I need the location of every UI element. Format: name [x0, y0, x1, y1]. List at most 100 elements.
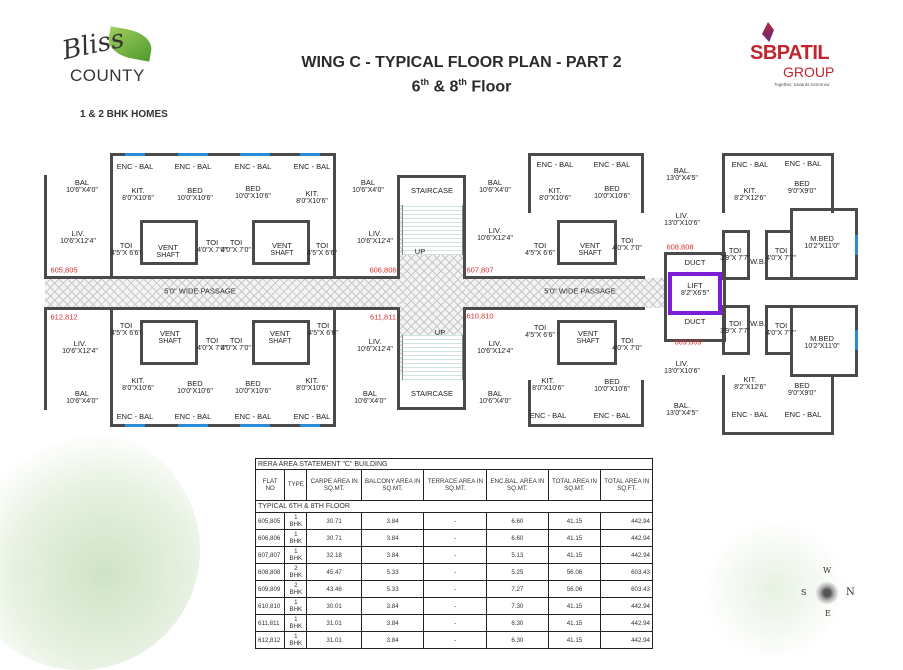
room-name: M.BED: [810, 234, 834, 243]
room-name: LIV.: [488, 226, 502, 235]
room-label: LIV.10'6"X12'4": [62, 340, 98, 356]
room-label: KIT.8'0"X10'6": [532, 377, 564, 393]
table-cell: 5.33: [360, 563, 425, 581]
window: [300, 424, 320, 427]
room-dimensions: 8'0"X10'6": [296, 198, 328, 205]
room-name: BAL: [74, 178, 90, 187]
room-label: ENC - BAL: [530, 412, 567, 420]
column-header: FLAT NO: [254, 469, 286, 501]
room-label: LIV.13'0"X10'6": [664, 212, 700, 228]
table-cell: 2 BHK: [284, 563, 308, 581]
table-cell: -: [423, 614, 488, 632]
window: [855, 235, 858, 255]
window: [125, 424, 145, 427]
room-name: BAL.: [673, 401, 691, 410]
wall: [44, 175, 400, 279]
room-name: VENT: [271, 241, 293, 250]
room-name: LIV.: [71, 229, 85, 238]
wall: [463, 175, 645, 279]
room-label: STAIRCASE: [411, 187, 453, 195]
room-dimensions: 4'0"X 7'0": [221, 345, 251, 352]
room-label: ENC - BAL: [785, 411, 822, 419]
room-dimensions: SHAFT: [268, 338, 292, 345]
unit-number: 607,807: [466, 265, 494, 275]
table-cell: 6.30: [486, 631, 549, 649]
room-dimensions: 4'0"X 7'0": [612, 245, 642, 252]
room-label: ENC - BAL: [785, 160, 822, 168]
table-cell: 606,806: [254, 529, 286, 547]
unit-number: 611,811: [370, 312, 396, 322]
room-name: UP: [434, 328, 446, 337]
room-name: KIT.: [548, 186, 562, 195]
table-cell: 41.15: [547, 614, 602, 632]
table-cell: 1 BHK: [284, 597, 308, 615]
wall: [110, 153, 336, 279]
table-cell: -: [423, 546, 488, 564]
compass-w: W: [823, 566, 832, 575]
room-dimensions: 10'6"X12'4": [477, 348, 513, 355]
passage-label: 5'0" WIDE PASSAGE: [164, 286, 236, 296]
column-header: TOTAL AREA IN SQ.FT.: [600, 469, 653, 501]
room-dimensions: 13'0"X10'6": [664, 368, 700, 375]
room-name: TOI: [774, 321, 788, 330]
compass-rose-icon: [815, 581, 839, 605]
room-dimensions: 4'5"X 6'6": [308, 330, 338, 337]
room-dimensions: 8'2"X12'6": [734, 384, 766, 391]
room-label: KIT.8'0"X10'6": [539, 187, 571, 203]
table-cell: 609,809: [254, 580, 286, 598]
table-cell: 1 BHK: [284, 512, 308, 530]
room-name: ENC - BAL: [116, 162, 154, 171]
room-label: LIV.10'6"X12'4": [357, 338, 393, 354]
lift-highlight: [668, 272, 722, 315]
table-cell: 31.01: [306, 614, 362, 632]
room-name: BED: [604, 377, 620, 386]
table-cell: 1 BHK: [284, 546, 308, 564]
room-label: DUCT: [685, 259, 706, 267]
window: [240, 153, 270, 156]
room-label: KIT.8'0"X10'6": [122, 187, 154, 203]
room-label: ENC - BAL: [732, 161, 769, 169]
window: [855, 330, 858, 350]
room-label: KIT.8'2"X12'6": [734, 187, 766, 203]
floor-label: TYPICAL 6TH & 8TH FLOOR: [255, 500, 653, 513]
room-dimensions: 4'0"X 7'7": [766, 255, 796, 262]
room-label: W.B.: [750, 258, 766, 266]
table-cell: 6.30: [486, 614, 549, 632]
table-cell: 5.25: [486, 563, 549, 581]
room-dimensions: 8'0"X10'6": [122, 195, 154, 202]
table-cell: 3.84: [360, 631, 425, 649]
wall: [722, 153, 834, 213]
room-dimensions: 10'6"X12'4": [357, 238, 393, 245]
table-cell: 612,812: [254, 631, 286, 649]
room-name: VENT: [579, 241, 601, 250]
room-name: DUCT: [684, 317, 706, 326]
wall: [765, 230, 793, 280]
room-name: BED: [794, 381, 810, 390]
table-cell: 442.94: [600, 546, 653, 564]
table-cell: 32.18: [306, 546, 362, 564]
unit-number: 609,809: [674, 337, 702, 347]
wall: [110, 307, 336, 427]
window: [178, 424, 208, 427]
table-cell: 41.15: [547, 512, 602, 530]
room-dimensions: 10'6"X4'0": [352, 187, 384, 194]
table-cell: 3.84: [360, 512, 425, 530]
room-dimensions: 10'0"X10'6": [594, 386, 630, 393]
room-dimensions: 4'0"X 7'0": [221, 247, 251, 254]
